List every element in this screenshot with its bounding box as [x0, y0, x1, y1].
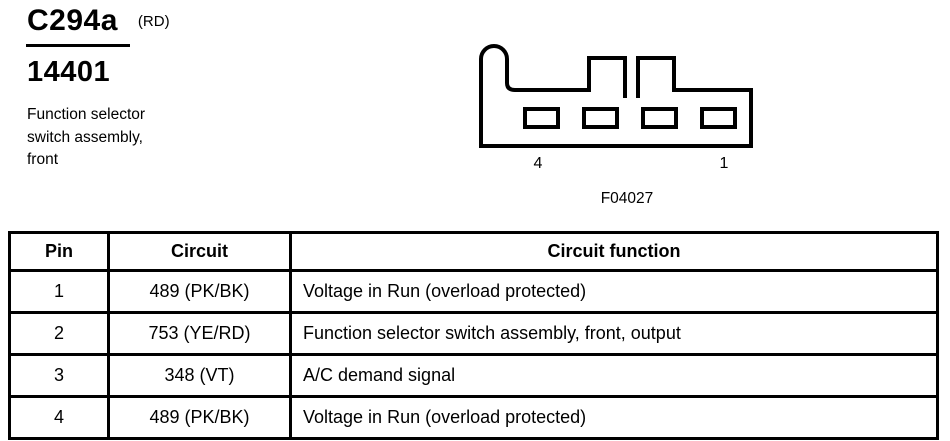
table-row: 1 489 (PK/BK) Voltage in Run (overload p…	[8, 269, 939, 314]
part-number: 14401	[27, 56, 111, 88]
pin-cell: 1	[8, 269, 110, 314]
connector-body-outline	[479, 44, 753, 148]
component-description: Function selector switch assembly, front	[27, 106, 146, 168]
column-header-function: Circuit function	[289, 231, 939, 272]
column-header-circuit: Circuit	[107, 231, 292, 272]
function-cell: A/C demand signal	[289, 353, 939, 398]
circuit-cell: 753 (YE/RD)	[107, 311, 292, 356]
connector-drawing: 4 1 F04027	[479, 44, 753, 207]
connector-id-underline	[26, 44, 130, 47]
pin-cell: 3	[8, 353, 110, 398]
table-row: 4 489 (PK/BK) Voltage in Run (overload p…	[8, 395, 939, 440]
pin-cell: 4	[8, 395, 110, 440]
table-header-row: Pin Circuit Circuit function	[8, 231, 939, 272]
pin-label-1: 1	[720, 155, 729, 172]
figure-code: F04027	[601, 190, 654, 207]
function-cell: Function selector switch assembly, front…	[289, 311, 939, 356]
pin-cavity-3	[582, 107, 619, 129]
circuit-cell: 489 (PK/BK)	[107, 395, 292, 440]
pin-label-4: 4	[534, 155, 543, 172]
function-cell: Voltage in Run (overload protected)	[289, 395, 939, 440]
table-row: 2 753 (YE/RD) Function selector switch a…	[8, 311, 939, 356]
column-header-pin: Pin	[8, 231, 110, 272]
connector-id: C294a	[27, 4, 118, 37]
connector-color-code: (RD)	[137, 13, 170, 30]
table-row: 3 348 (VT) A/C demand signal	[8, 353, 939, 398]
pin-cavity-1	[700, 107, 737, 129]
connector-id-row: C294a (RD)	[27, 3, 170, 39]
function-cell: Voltage in Run (overload protected)	[289, 269, 939, 314]
circuit-cell: 489 (PK/BK)	[107, 269, 292, 314]
pin-cavity-2	[641, 107, 678, 129]
circuit-cell: 348 (VT)	[107, 353, 292, 398]
pinout-table: Pin Circuit Circuit function 1 489 (PK/B…	[8, 231, 939, 440]
pin-cell: 2	[8, 311, 110, 356]
pin-cavity-4	[523, 107, 560, 129]
connector-figure: 4 1 F04027	[470, 38, 770, 208]
